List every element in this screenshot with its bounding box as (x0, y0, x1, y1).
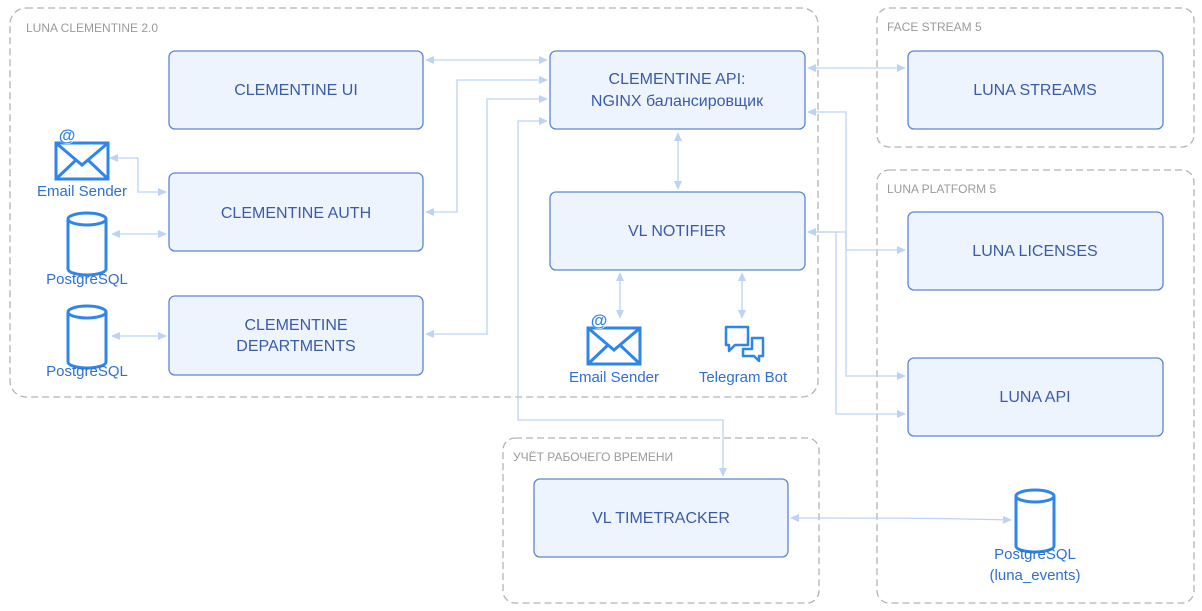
clementine-departments-sublabel: DEPARTMENTS (236, 338, 355, 355)
group-label-face-stream: FACE STREAM 5 (887, 20, 982, 34)
luna-streams-label: LUNA STREAMS (973, 82, 1097, 99)
clementine-auth-box[interactable]: CLEMENTINE AUTH (168, 172, 424, 252)
telegram-bot: Telegram Bot (699, 325, 788, 386)
luna-licenses-label: LUNA LICENSES (972, 243, 1097, 260)
group-label-luna-clementine: LUNA CLEMENTINE 2.0 (26, 21, 158, 35)
email-sender-notifier: Email Sender (569, 309, 659, 386)
clementine-api-label: CLEMENTINE API: (609, 71, 746, 88)
vl-notifier-box[interactable]: VL NOTIFIER (549, 191, 806, 271)
group-label-luna-platform: LUNA PLATFORM 5 (887, 182, 996, 196)
email-icon (54, 124, 110, 181)
clementine-ui-box[interactable]: CLEMENTINE UI (168, 50, 424, 130)
postgres-departments-label: PostgreSQL (46, 363, 128, 380)
chat-icon (724, 325, 765, 363)
vl-timetracker-label: VL TIMETRACKER (592, 510, 730, 527)
clementine-api-sublabel: NGINX балансировщик (591, 93, 764, 110)
connector-notifier-luna-api (807, 227, 906, 419)
connectors (109, 55, 1012, 524)
connector-timetracker-postgres (790, 513, 1012, 524)
luna-api-box[interactable]: LUNA API (907, 357, 1164, 437)
connector-notifier-licenses (807, 227, 906, 255)
email-sender-auth: Email Sender (37, 124, 127, 200)
group-label-timetracking: УЧЁТ РАБОЧЕГО ВРЕМЕНИ (513, 450, 673, 464)
connector-api-luna-api (807, 107, 906, 381)
connector-departments-api (425, 94, 548, 339)
clementine-ui-label: CLEMENTINE UI (234, 82, 358, 99)
telegram-bot-label: Telegram Bot (699, 369, 788, 386)
email-sender-auth-label: Email Sender (37, 183, 127, 200)
email-sender-notifier-label: Email Sender (569, 369, 659, 386)
clementine-departments-label: CLEMENTINE (244, 317, 347, 334)
postgres-auth: PostgreSQL (46, 211, 128, 288)
database-icon (66, 304, 108, 370)
clementine-auth-label: CLEMENTINE AUTH (221, 205, 371, 222)
luna-api-label: LUNA API (999, 389, 1070, 406)
connector-api-timetracker (517, 116, 728, 477)
database-icon (1014, 488, 1056, 554)
group-face-stream: FACE STREAM 5 (876, 7, 1195, 148)
clementine-api-box[interactable]: CLEMENTINE API: NGINX балансировщик (549, 50, 806, 130)
database-icon (66, 211, 108, 277)
postgres-events: PostgreSQL (luna_events) (990, 488, 1081, 584)
luna-licenses-box[interactable]: LUNA LICENSES (907, 211, 1164, 291)
luna-streams-box[interactable]: LUNA STREAMS (907, 50, 1164, 130)
email-icon (586, 309, 642, 366)
vl-notifier-label: VL NOTIFIER (628, 223, 726, 240)
postgres-events-sublabel: (luna_events) (990, 567, 1081, 584)
postgres-events-label: PostgreSQL (994, 546, 1076, 563)
postgres-auth-label: PostgreSQL (46, 271, 128, 288)
clementine-departments-box[interactable]: CLEMENTINE DEPARTMENTS (168, 295, 424, 376)
postgres-departments: PostgreSQL (46, 304, 128, 380)
vl-timetracker-box[interactable]: VL TIMETRACKER (533, 478, 789, 558)
connector-email-auth (109, 153, 167, 197)
